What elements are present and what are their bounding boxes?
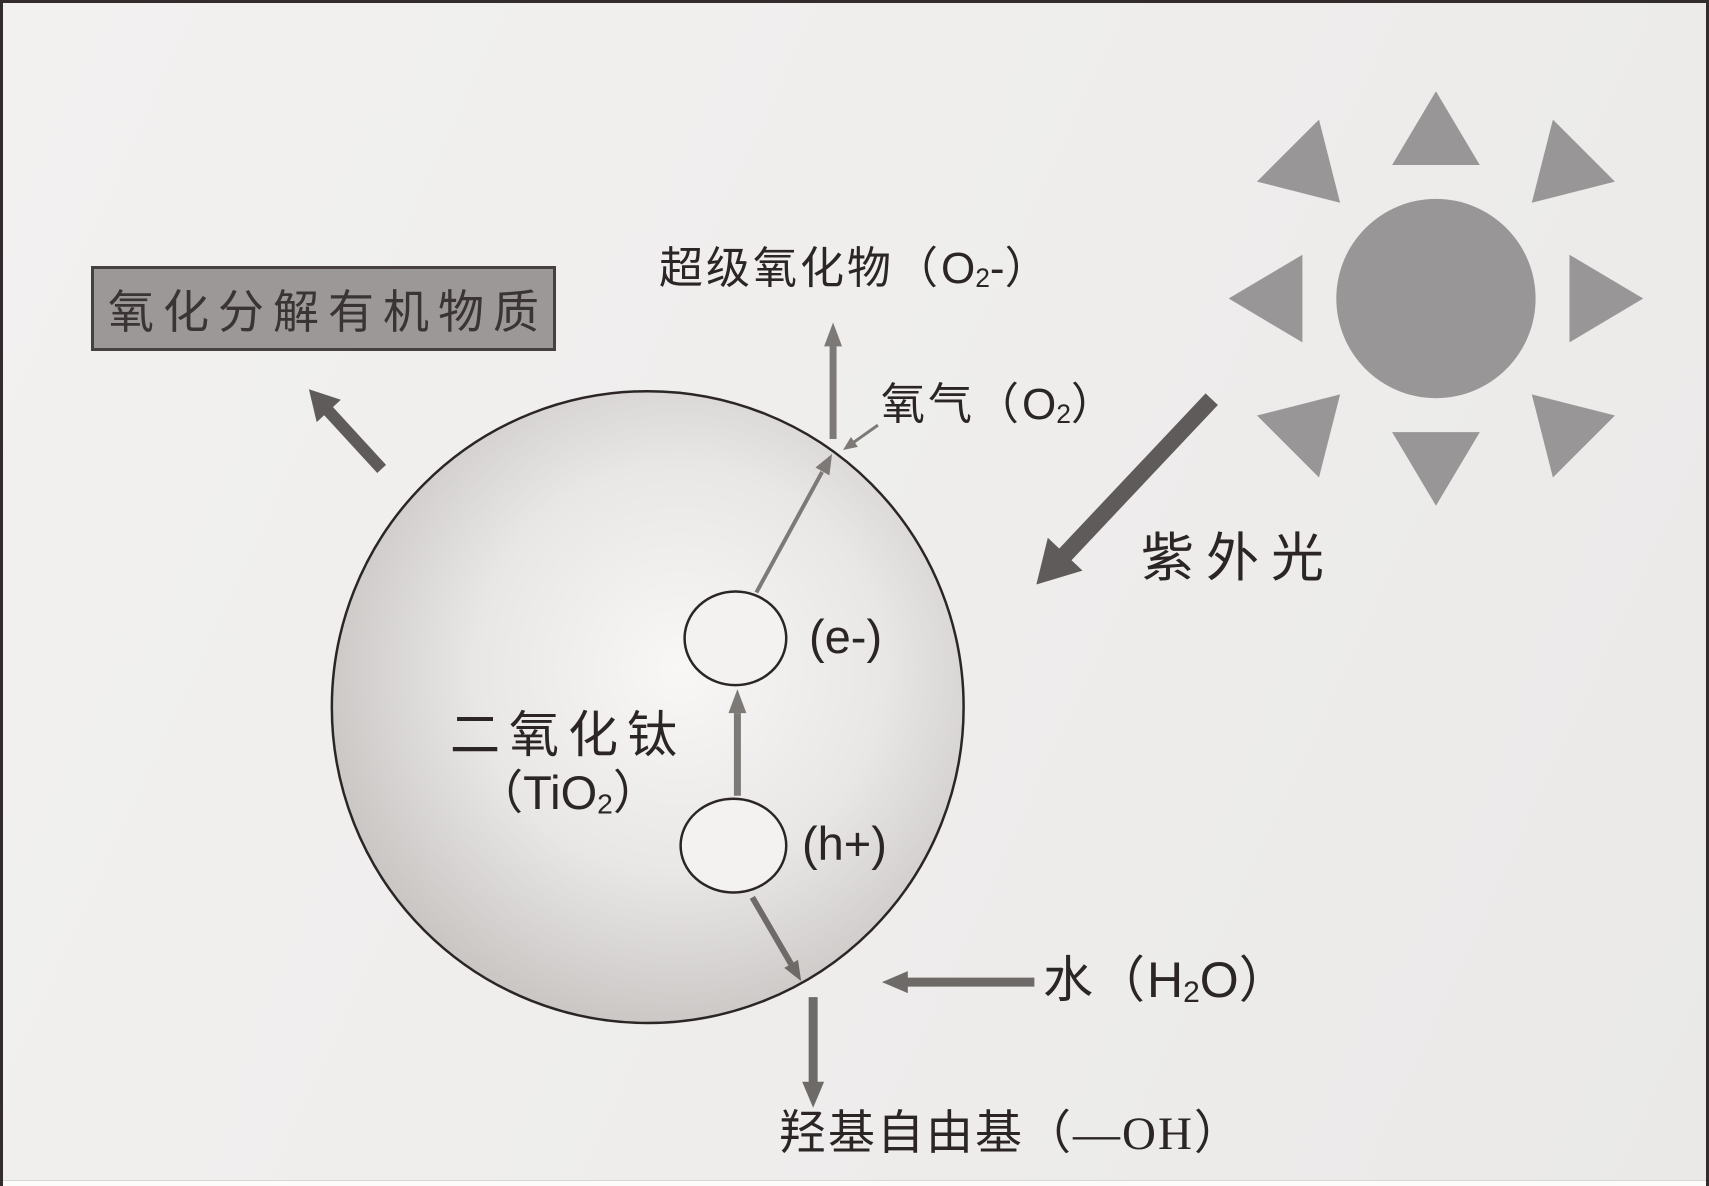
sun-icon [1228,91,1644,506]
electron-circle [683,590,788,687]
water-sub: 2 [1183,975,1200,1009]
sun-ray [1569,254,1644,343]
water-label: 水（H2O） [1043,955,1291,1008]
oxygen-close: ） [1070,380,1118,429]
oxygen-sub: 2 [1056,399,1071,430]
water-close: ） [1238,952,1291,1008]
tio2-name: 二氧化钛 [450,707,686,763]
sun-ray [1531,394,1615,478]
oxygen-callout-arrow [843,423,879,451]
electron-edge-arrow [754,453,833,594]
uv-light-arrow [1036,393,1218,585]
electron-label: (e-) [809,610,883,663]
sun-ray [1531,119,1615,203]
oxidation-box-label: 氧化分解有机物质 [108,286,548,338]
water-arrow [881,971,1035,994]
sun-ray [1228,254,1303,343]
hole-edge-arrow [749,895,802,982]
excitation-arrow [728,689,747,796]
sun-ray [1256,394,1341,478]
oxygen-label: 氧气（O2） [881,383,1118,428]
tio2-sphere [330,389,965,1025]
superoxide-cn: 超级氧化物（ [659,244,941,293]
oxygen-cn: 氧气（ [881,380,1022,429]
hole-label: (h+) [802,817,887,870]
superoxide-symbol: O [941,244,976,293]
oxygen-symbol: O [1022,380,1057,429]
superoxide-label: 超级氧化物（O2-） [659,247,1052,292]
tio2-formula: （TiO2） [423,766,713,821]
hydroxyl-arrow [802,997,825,1108]
hydroxyl-label: 羟基自由基（—OH） [779,1108,1243,1160]
sun-core [1336,198,1536,399]
tio2-sub: 2 [597,787,613,820]
sun-ray [1392,91,1480,166]
tio2-open: （ [476,768,524,820]
sun-ray [1256,119,1341,203]
superoxide-close: ） [1004,244,1052,293]
superoxide-sub: 2 [975,263,990,294]
oxidation-box: 氧化分解有机物质 [91,266,556,351]
tio2-label: 二氧化钛 （TiO2） [423,707,713,821]
oxidation-arrow [308,389,387,473]
water-o: O [1199,952,1239,1008]
bottom-strip [3,1180,1706,1186]
superoxide-arrow [824,322,843,440]
diagram-shapes [308,91,1644,1108]
tio2-symbol: TiO [523,766,598,819]
water-cn: 水（ [1043,952,1147,1008]
tio2-close: ） [612,768,660,820]
superoxide-minus: - [989,244,1005,293]
uv-light-label: 紫外光 [1141,530,1336,588]
hole-circle [679,797,788,894]
water-h: H [1147,952,1184,1008]
sun-ray [1392,432,1480,506]
